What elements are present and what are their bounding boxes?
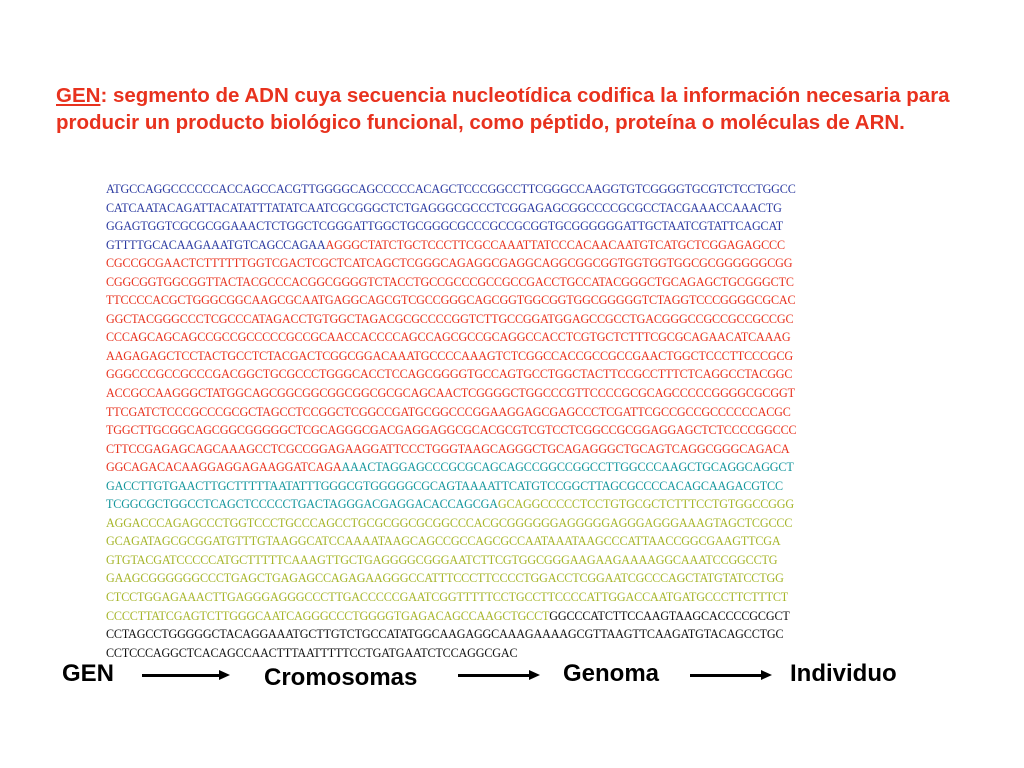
sequence-segment: CTCCTGGAGAAACTTGAGGGAGGGCCCTTGACCCCCGAAT…: [106, 590, 789, 605]
sequence-line: CGGCGGTGGCGGTTACTACGCCCACGGCGGGGTCTACCTG…: [106, 273, 986, 292]
sequence-segment: GACCTTGTGAACTTGCTTTTTAATATTTGGGCGTGGGGGC…: [106, 478, 783, 493]
sequence-line: CCCCTTATCGAGTCTTGGGCAATCAGGGCCCTGGGGTGAG…: [106, 607, 986, 626]
sequence-segment: ATGCCAGGCCCCCCACCAGCCACGTTGGGGCAGCCCCCAC…: [106, 182, 796, 196]
sequence-line: ACCGCCAAGGGCTATGGCAGCGGCGGCGGCGGCGCGCAGC…: [106, 384, 986, 403]
sequence-segment: GCAGATAGCGCGGATGTTTGTAAGGCATCCAAAATAAGCA…: [106, 534, 781, 549]
sequence-line: GGAGTGGTCGCGCGGAAACTCTGGCTCGGGATTGGCTGCG…: [106, 217, 986, 236]
sequence-line: AAGAGAGCTCCTACTGCCTCTACGACTCGGCGGACAAATG…: [106, 347, 986, 366]
sequence-line: GAAGCGGGGGGCCCTGAGCTGAGAGCCAGAGAAGGGCCAT…: [106, 569, 986, 588]
flow-label-cromosomas: Cromosomas: [264, 664, 418, 691]
sequence-segment: CGGCGGTGGCGGTTACTACGCCCACGGCGGGGTCTACCTG…: [106, 274, 794, 289]
sequence-segment: CGCCGCGAACTCTTTTTTGGTCGACTCGCTCATCAGCTCG…: [106, 256, 793, 271]
sequence-segment: AGGACCCAGAGCCCTGGTCCCTGCCCAGCCTGCGCGGCGC…: [106, 515, 793, 530]
sequence-line: CATCAATACAGATTACATATTTATATCAATCGCGGGCTCT…: [106, 199, 986, 218]
sequence-segment: GGAGTGGTCGCGCGGAAACTCTGGCTCGGGATTGGCTGCG…: [106, 219, 784, 234]
sequence-segment: TGGCTTGCGGCAGCGGCGGGGGCTCGCAGGGCGACGAGGA…: [106, 423, 797, 438]
sequence-line: TCGGCGCTGGCCTCAGCTCCCCCTGACTAGGGACGAGGAC…: [106, 495, 986, 514]
sequence-line: GTTTTGCACAAGAAATGTCAGCCAGAAAGGGCTATCTGCT…: [106, 236, 986, 255]
sequence-segment: CCCCTTATCGAGTCTTGGGCAATCAGGGCCCTGGGGTGAG…: [106, 608, 550, 623]
sequence-line: CCTAGCCTGGGGGCTACAGGAAATGCTTGTCTGCCATATG…: [106, 625, 986, 644]
sequence-segment: TCGGCGCTGGCCTCAGCTCCCCCTGACTAGGGACGAGGAC…: [106, 497, 498, 512]
sequence-segment: AAACTAGGAGCCCGCGCAGCAGCCGGCCGGCCTTGGCCCA…: [341, 460, 794, 475]
sequence-line: GGGCCCGCCGCCCGACGGCTGCGCCCTGGGCACCTCCAGC…: [106, 365, 986, 384]
sequence-segment: TTCGATCTCCCGCCCGCGCTAGCCTCCGGCTCGGCCGATG…: [106, 404, 791, 419]
sequence-line: AGGACCCAGAGCCCTGGTCCCTGCCCAGCCTGCGCGGCGC…: [106, 514, 986, 533]
sequence-line: TTCGATCTCCCGCCCGCGCTAGCCTCCGGCTCGGCCGATG…: [106, 403, 986, 422]
sequence-line: GGCAGACACAAGGAGGAGAAGGATCAGAAAACTAGGAGCC…: [106, 458, 986, 477]
sequence-segment: GGGCCCGCCGCCCGACGGCTGCGCCCTGGGCACCTCCAGC…: [106, 367, 793, 382]
sequence-segment: CCTAGCCTGGGGGCTACAGGAAATGCTTGTCTGCCATATG…: [106, 627, 784, 642]
sequence-segment: AGGGCTATCTGCTCCCTTCGCCAAATTATCCCACAACAAT…: [325, 237, 786, 252]
sequence-line: CTTCCGAGAGCAGCAAAGCCTCGCCGGAGAAGGATTCCCT…: [106, 440, 986, 459]
sequence-segment: GGCAGACACAAGGAGGAGAAGGATCAGA: [106, 460, 342, 475]
sequence-line: GCAGATAGCGCGGATGTTTGTAAGGCATCCAAAATAAGCA…: [106, 532, 986, 551]
gene-term: GEN: [56, 84, 101, 107]
sequence-line: ATGCCAGGCCCCCCACCAGCCACGTTGGGGCAGCCCCCAC…: [106, 180, 986, 199]
sequence-line: CCCAGCAGCAGCCGCCGCCCCCGCCGCAACCACCCCAGCC…: [106, 328, 986, 347]
gene-definition-text: : segmento de ADN cuya secuencia nucleot…: [56, 84, 950, 134]
sequence-segment: TTCCCCACGCTGGGCGGCAAGCGCAATGAGGCAGCGTCGC…: [106, 293, 796, 308]
dna-sequence-block: ATGCCAGGCCCCCCACCAGCCACGTTGGGGCAGCCCCCAC…: [106, 180, 1006, 662]
flow-label-individuo: Individuo: [790, 660, 897, 687]
sequence-line: GGCTACGGGCCCTCGCCCATAGACCTGTGGCTAGACGCGC…: [106, 310, 986, 329]
flow-arrow-2: [458, 670, 540, 681]
sequence-segment: CCCAGCAGCAGCCGCCGCCCCCGCCGCAACCACCCCAGCC…: [106, 330, 791, 345]
sequence-segment: AAGAGAGCTCCTACTGCCTCTACGACTCGGCGGACAAATG…: [106, 348, 794, 363]
sequence-segment: CTTCCGAGAGCAGCAAAGCCTCGCCGGAGAAGGATTCCCT…: [106, 441, 790, 456]
sequence-segment: GGCTACGGGCCCTCGCCCATAGACCTGTGGCTAGACGCGC…: [106, 311, 794, 326]
sequence-segment: GTTTTGCACAAGAAATGTCAGCCAGAA: [106, 237, 326, 252]
sequence-segment: CCTCCCAGGCTCACAGCCAACTTTAATTTTTCCTGATGAA…: [106, 645, 518, 660]
sequence-line: TTCCCCACGCTGGGCGGCAAGCGCAATGAGGCAGCGTCGC…: [106, 291, 986, 310]
flow-arrow-3: [690, 670, 772, 681]
gene-definition: GEN: segmento de ADN cuya secuencia nucl…: [56, 82, 986, 136]
flow-arrow-1: [142, 670, 230, 681]
flow-label-genoma: Genoma: [563, 660, 660, 687]
sequence-segment: GCAGGCCCCCTCCTGTGCGCTCTTTCCTGTGGCCGGG: [497, 497, 795, 512]
sequence-line: GTGTACGATCCCCCATGCTTTTTCAAAGTTGCTGAGGGGC…: [106, 551, 986, 570]
sequence-segment: GTGTACGATCCCCCATGCTTTTTCAAAGTTGCTGAGGGGC…: [106, 552, 778, 567]
sequence-segment: ACCGCCAAGGGCTATGGCAGCGGCGGCGGCGGCGCGCAGC…: [106, 386, 795, 401]
sequence-segment: CATCAATACAGATTACATATTTATATCAATCGCGGGCTCT…: [106, 200, 782, 215]
flow-label-gen: GEN: [62, 660, 115, 687]
sequence-line: CTCCTGGAGAAACTTGAGGGAGGGCCCTTGACCCCCGAAT…: [106, 588, 986, 607]
sequence-line: CGCCGCGAACTCTTTTTTGGTCGACTCGCTCATCAGCTCG…: [106, 254, 986, 273]
sequence-line: CCTCCCAGGCTCACAGCCAACTTTAATTTTTCCTGATGAA…: [106, 644, 986, 663]
sequence-line: GACCTTGTGAACTTGCTTTTTAATATTTGGGCGTGGGGGC…: [106, 477, 986, 496]
sequence-segment: GGCCCATCTTCCAAGTAAGCACCCCGCGCT: [549, 608, 790, 623]
sequence-line: TGGCTTGCGGCAGCGGCGGGGGCTCGCAGGGCGACGAGGA…: [106, 421, 986, 440]
sequence-segment: GAAGCGGGGGGCCCTGAGCTGAGAGCCAGAGAAGGGCCAT…: [106, 571, 784, 586]
